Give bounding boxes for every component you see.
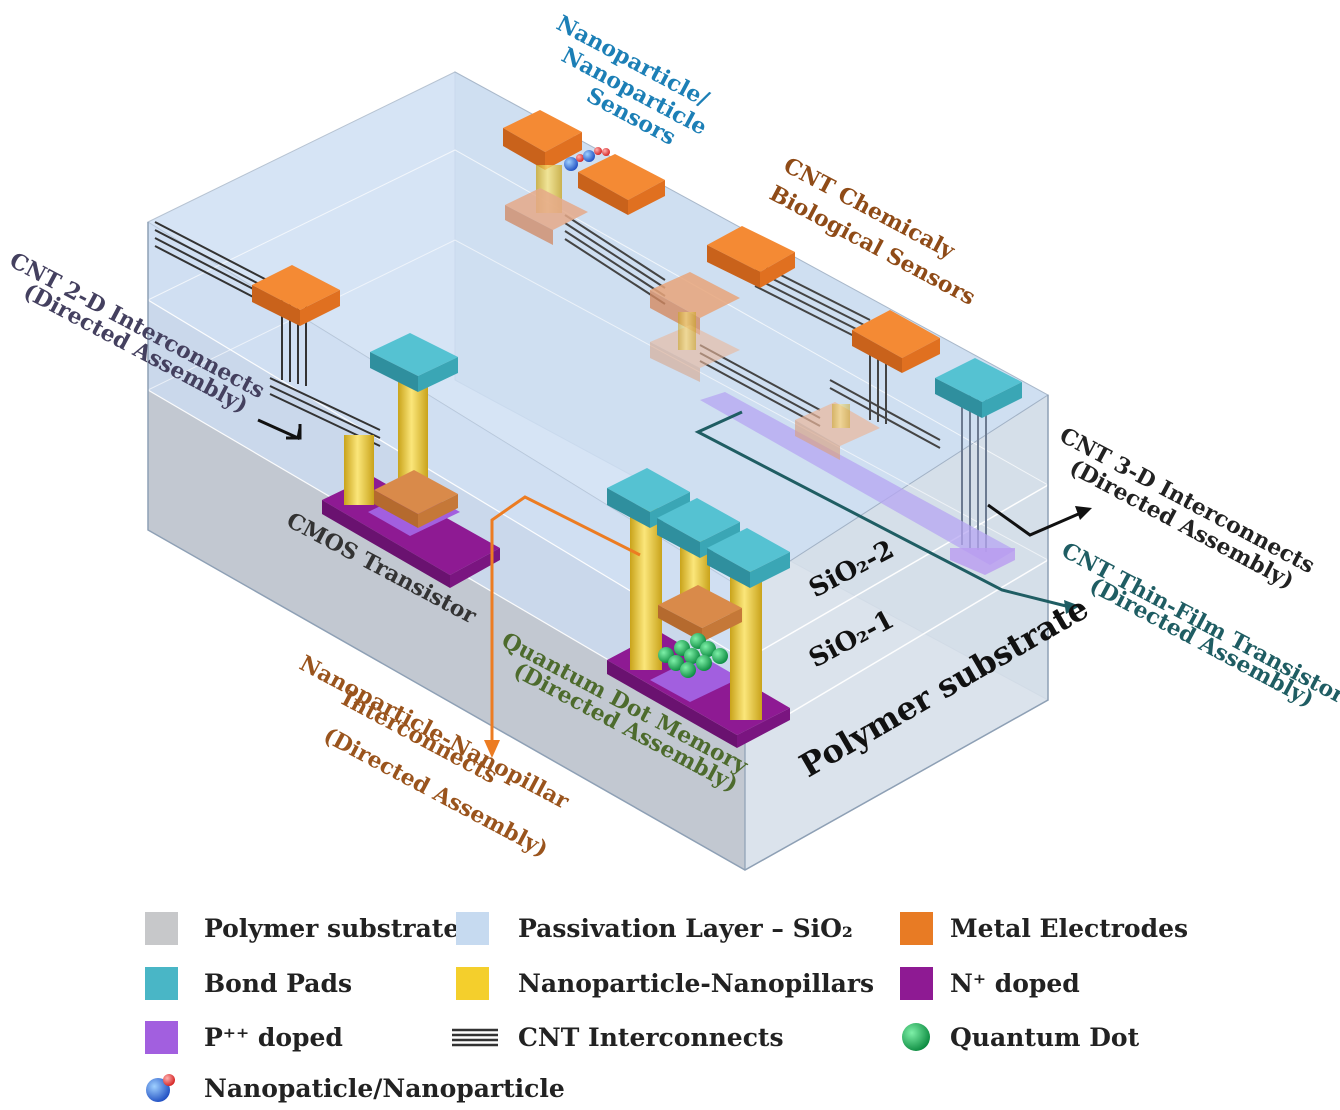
qd-memory [607, 468, 790, 748]
arrow-np-pillar [490, 495, 641, 745]
legend-swatch-passivation [456, 912, 489, 945]
cnt-tft-line-2: (Directed Assembly) [1085, 572, 1318, 712]
legend-swatch-bond-pads [145, 967, 178, 1000]
chem-sensor [650, 226, 940, 460]
legend-passivation: Passivation Layer – SiO₂ [518, 914, 853, 943]
legend-nanopillars: Nanoparticle-Nanopillars [518, 969, 874, 998]
cnt-3d-bundle [961, 395, 987, 552]
polymer-front [148, 390, 745, 870]
cnt-sensor-bundle [564, 214, 941, 449]
legend-swatch-nanopillars [456, 967, 489, 1000]
legend: Polymer substrate Passivation Layer – Si… [145, 912, 1188, 1103]
legend-swatch-metal [900, 912, 933, 945]
bond-pad-3d [935, 358, 1022, 418]
legend-swatch-p-doped [145, 1021, 178, 1054]
arrow-tft [694, 410, 1071, 609]
legend-swatch-n-doped [900, 967, 933, 1000]
arrow-2d [257, 418, 302, 441]
cmos-transistor [322, 333, 500, 588]
legend-metal: Metal Electrodes [950, 914, 1188, 943]
legend-swatch-nanoparticle [146, 1074, 175, 1102]
legend-bond-pads: Bond Pads [204, 969, 352, 998]
legend-swatch-cnt [452, 1028, 498, 1047]
arrow-3d [987, 503, 1084, 537]
legend-n-doped: N⁺ doped [950, 969, 1080, 998]
quantum-dots [658, 633, 728, 678]
legend-swatch-quantum-dot [902, 1023, 930, 1051]
tft-channel [700, 392, 1015, 565]
legend-p-doped: P⁺⁺ doped [204, 1023, 343, 1052]
legend-nanoparticle: Nanopaticle/Nanoparticle [204, 1074, 565, 1103]
np-sensor [503, 110, 665, 245]
legend-cnt: CNT Interconnects [518, 1023, 784, 1052]
electrode-2d [252, 265, 340, 326]
legend-polymer: Polymer substrate [204, 914, 459, 943]
legend-swatch-polymer [145, 912, 178, 945]
legend-quantum-dot: Quantum Dot [950, 1023, 1140, 1052]
